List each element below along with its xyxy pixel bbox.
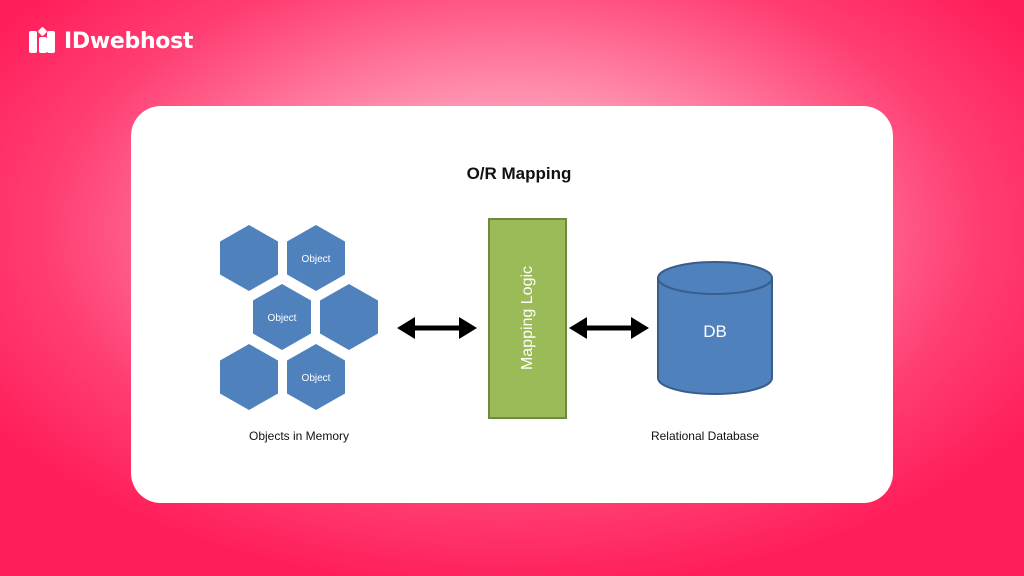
- database-label: DB: [703, 322, 727, 341]
- right-double-arrow: [569, 317, 649, 339]
- object-hexagon-label: Object: [268, 313, 297, 324]
- object-hexagon-label: Object: [302, 254, 331, 265]
- object-hexagon: [220, 225, 278, 291]
- object-hexagon: [287, 225, 345, 291]
- object-hexagon: [320, 284, 378, 350]
- object-hexagon: [253, 284, 311, 350]
- object-hexagon: [220, 344, 278, 410]
- mapping-logic-box: [488, 218, 567, 419]
- database-cylinder: [657, 261, 773, 395]
- diagram-title: O/R Mapping: [467, 164, 572, 183]
- database-caption: Relational Database: [651, 429, 759, 443]
- object-hexagon: [287, 344, 345, 410]
- object-hexagon-label: Object: [302, 373, 331, 384]
- objects-caption: Objects in Memory: [249, 429, 349, 443]
- brand-logo: IDwebhost: [28, 24, 193, 58]
- left-double-arrow: [397, 317, 477, 339]
- mapping-logic-label: Mapping Logic: [519, 266, 536, 370]
- idwebhost-logo-icon: [29, 27, 55, 53]
- brand-name: IDwebhost: [64, 28, 194, 54]
